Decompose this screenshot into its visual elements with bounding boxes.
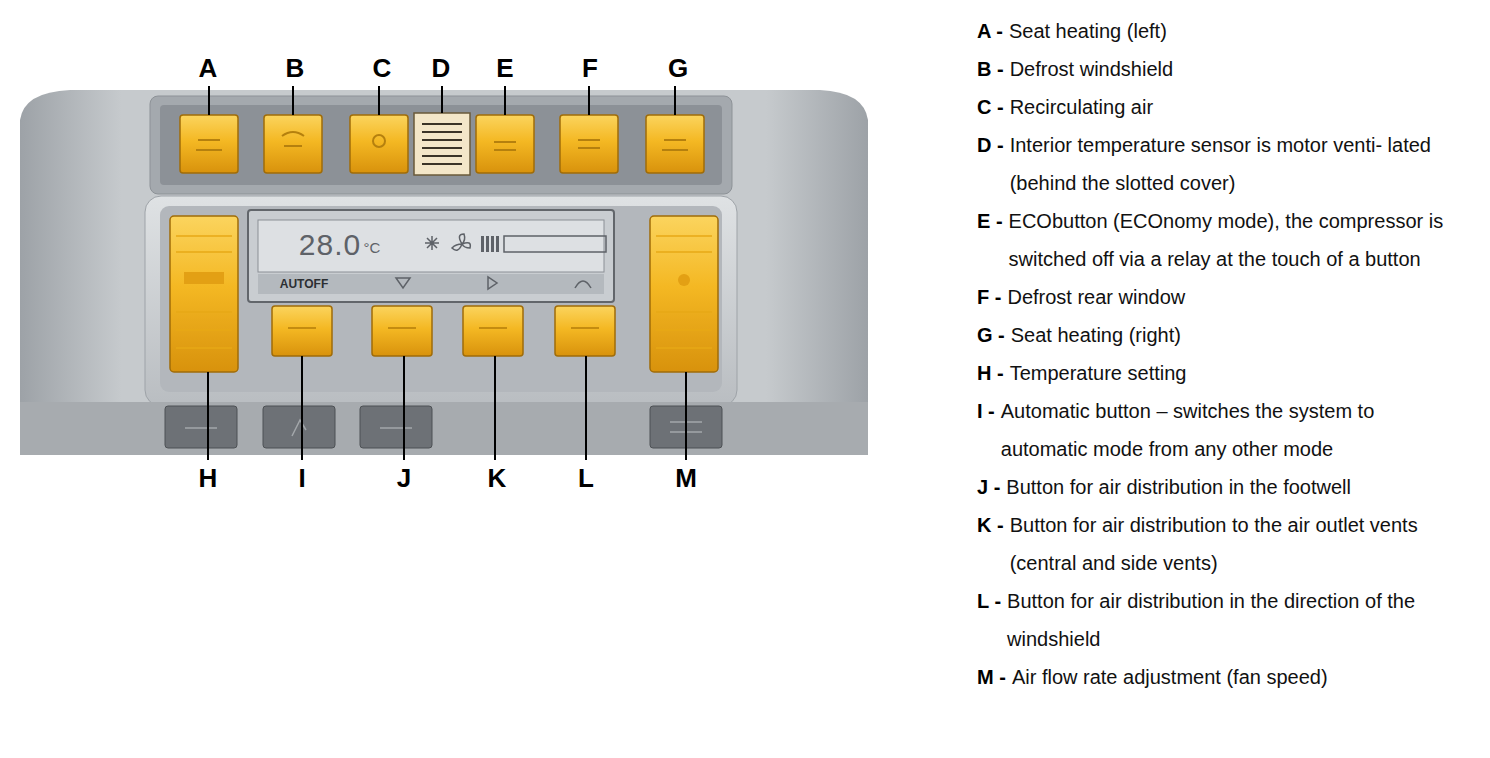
key-description: Recirculating air <box>1010 88 1472 126</box>
key-row: K -Button for air distribution to the ai… <box>977 506 1474 582</box>
callout-letter: C <box>373 53 392 83</box>
callout-letter: H <box>199 463 218 493</box>
key-description: Defrost rear window <box>1007 278 1469 316</box>
key-row: B -Defrost windshield <box>977 50 1474 88</box>
lcd-frame <box>248 210 614 302</box>
lower-strip <box>20 402 868 455</box>
key-row: M -Air flow rate adjustment (fan speed) <box>977 658 1474 696</box>
mode-buttons <box>272 306 615 356</box>
lcd-screen <box>258 220 604 272</box>
leader-lines <box>208 86 686 460</box>
callout-letter: B <box>286 53 305 83</box>
key-row: D -Interior temperature sensor is motor … <box>977 126 1474 202</box>
display-temperature: 28.0 <box>299 229 361 261</box>
key-letter: G - <box>977 316 1005 354</box>
key-description: Button for air distribution in the footw… <box>1006 468 1468 506</box>
button-strip-recess <box>160 105 722 185</box>
display-mode: AUTOFF <box>280 277 328 291</box>
callout-letter: E <box>496 53 513 83</box>
key-row: C -Recirculating air <box>977 88 1474 126</box>
key-row: L -Button for air distribution in the di… <box>977 582 1474 658</box>
key-letter: J - <box>977 468 1000 506</box>
key-row: I - Automatic button – switches the syste… <box>977 392 1474 468</box>
callout-letter: K <box>488 463 507 493</box>
callout-letter: D <box>432 53 451 83</box>
key-letter: L - <box>977 582 1001 620</box>
mode-button-icons <box>288 327 599 329</box>
key-letter: H - <box>977 354 1004 392</box>
key-description: Button for air distribution in the direc… <box>1007 582 1469 658</box>
key-letter: C - <box>977 88 1004 126</box>
key-letter: E - <box>977 202 1003 240</box>
callout-letter: G <box>668 53 688 83</box>
dashboard <box>20 90 868 455</box>
key-row: E -ECObutton (ECOnomy mode), the compres… <box>977 202 1474 278</box>
lcd-symbols <box>396 234 606 289</box>
key-description: Button for air distribution to the air o… <box>1010 506 1472 582</box>
key-row: G -Seat heating (right) <box>977 316 1474 354</box>
key-description: Seat heating (left) <box>1009 12 1471 50</box>
key-list: A -Seat heating (left)B -Defrost windshi… <box>977 12 1474 696</box>
callout-letter: L <box>578 463 594 493</box>
key-letter: A - <box>977 12 1003 50</box>
key-description: Temperature setting <box>1010 354 1472 392</box>
callout-letter: J <box>397 463 411 493</box>
key-description: Seat heating (right) <box>1011 316 1473 354</box>
sensor-slots <box>422 124 462 164</box>
lcd-mode-row <box>258 274 604 294</box>
fan-level-bars <box>481 236 499 252</box>
callout-letter: M <box>675 463 697 493</box>
key-letter: B - <box>977 50 1004 88</box>
control-bezel <box>145 196 737 406</box>
lower-buttons <box>165 406 722 448</box>
key-description: Air flow rate adjustment (fan speed) <box>1012 658 1474 696</box>
control-recess <box>160 206 722 392</box>
key-description: Interior temperature sensor is motor ven… <box>1010 126 1472 202</box>
key-description: ECObutton (ECOnomy mode), the compressor… <box>1009 202 1471 278</box>
key-letter: D - <box>977 126 1004 164</box>
key-letter: K - <box>977 506 1004 544</box>
key-row: F -Defrost rear window <box>977 278 1474 316</box>
key-description: Defrost windshield <box>1010 50 1472 88</box>
sensor-cover <box>414 113 470 175</box>
key-description: Automatic button – switches the system t… <box>1001 392 1463 468</box>
display-unit: °C <box>364 239 381 257</box>
callout-letter: F <box>582 53 598 83</box>
key-letter: I - <box>977 392 995 430</box>
key-row: J - Button for air distribution in the fo… <box>977 468 1474 506</box>
callout-letter: I <box>298 463 305 493</box>
key-row: A -Seat heating (left) <box>977 12 1474 50</box>
key-letter: M - <box>977 658 1006 696</box>
key-row: H -Temperature setting <box>977 354 1474 392</box>
lower-button-icons <box>185 420 702 436</box>
key-letter: F - <box>977 278 1001 316</box>
callout-letter: A <box>199 53 218 83</box>
